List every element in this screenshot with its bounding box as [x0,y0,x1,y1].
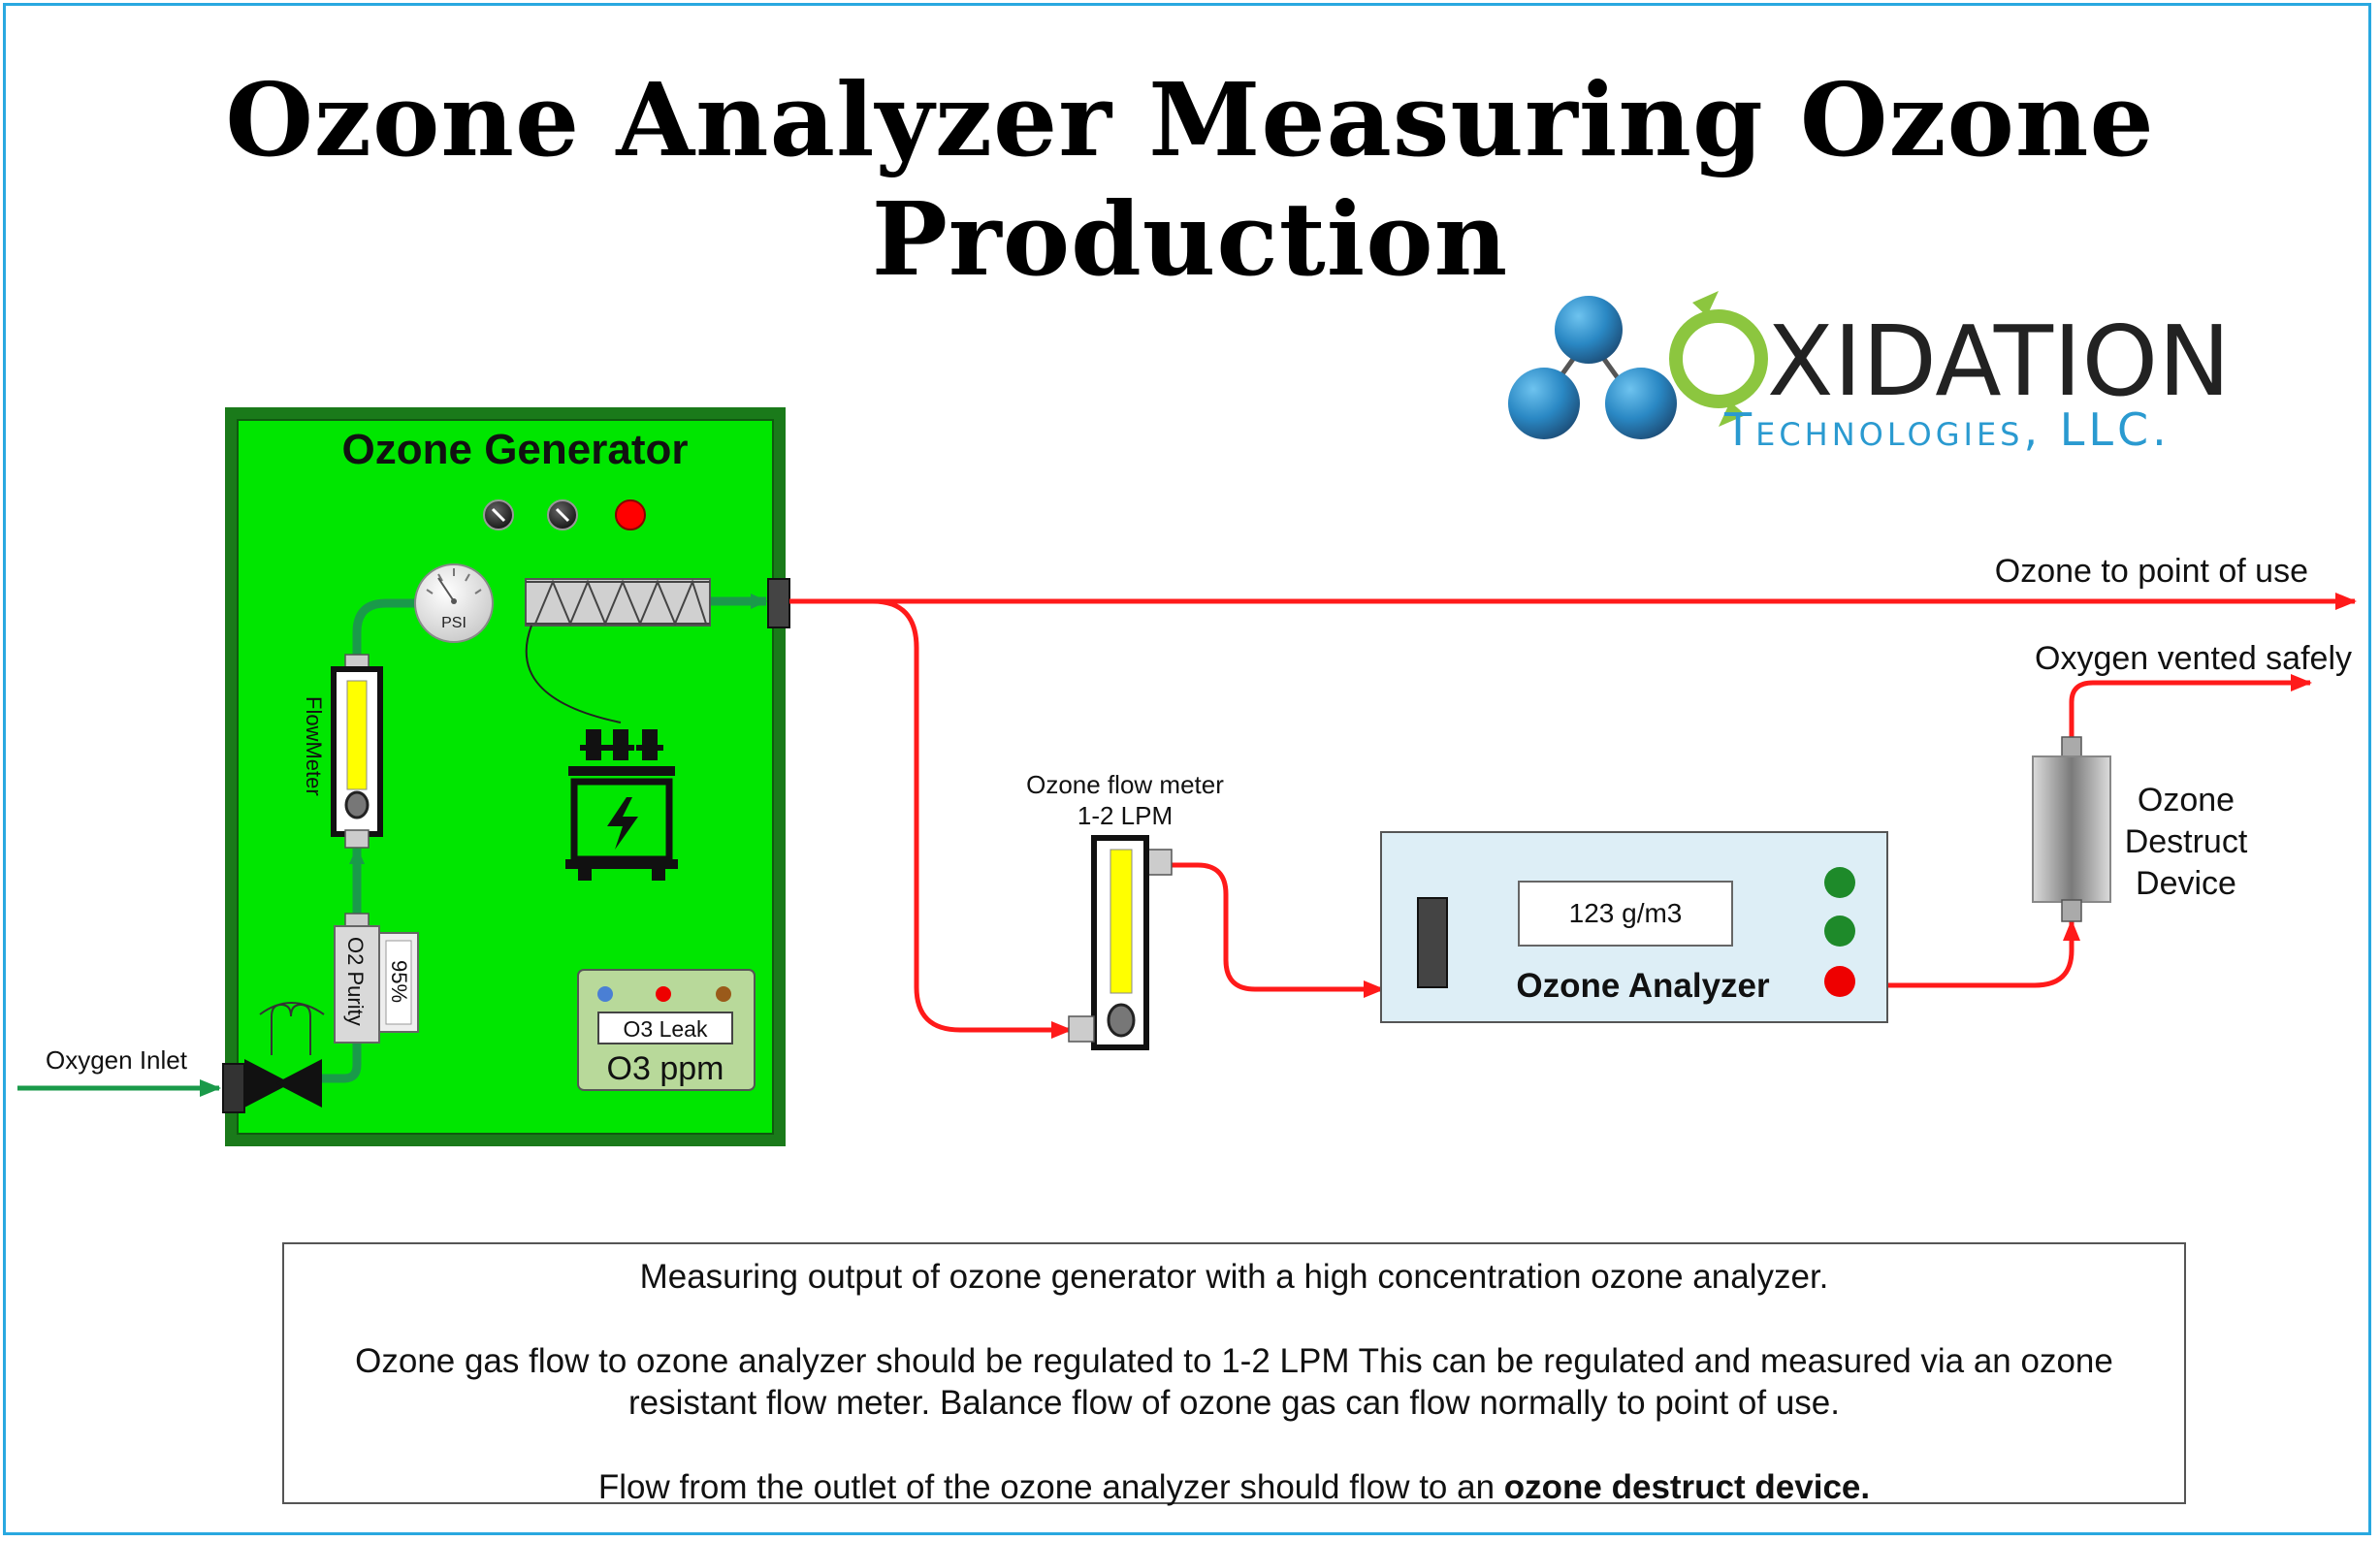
vent-line [2069,674,2312,741]
company-logo: XIDATION Technologies, LLC. [1508,291,2231,456]
molecule-icon [1508,296,1677,439]
info-line-prefix: Flow from the outlet of the ozone analyz… [597,1468,1504,1506]
info-line-bold: ozone destruct device. [1503,1468,1871,1506]
logo-name: XIDATION [1767,305,2231,418]
purity-label: O2 Purity [343,937,368,1026]
status-light-red [1824,966,1855,997]
info-line: Flow from the outlet of the ozone analyz… [284,1466,2184,1508]
analyzer-label: Ozone Analyzer [1516,967,1770,1005]
monitor-ppm-label: O3 ppm [607,1050,724,1087]
status-light-green [1824,916,1855,947]
ozone-destruct-device: Ozone Destruct Device [2032,736,2248,922]
oxygen-inlet-label: Oxygen Inlet [46,1045,188,1075]
internal-oxygen-pipe [299,1043,362,1083]
ozone-to-use-label: Ozone to point of use [1995,553,2308,590]
flowmeter-to-analyzer-line [1170,862,1385,998]
purity-value: 95% [387,960,411,1003]
internal-flowmeter: FlowMeter [302,654,383,849]
knob-icon[interactable] [547,499,578,530]
status-light-blue [597,986,613,1002]
destruct-label-line1: Ozone [2138,782,2235,819]
status-light-red [656,986,671,1002]
knob-icon[interactable] [483,499,514,530]
transformer-icon [565,729,678,881]
flow-meter-label-line1: Ozone flow meter [1026,770,1224,799]
monitor-leak-label: O3 Leak [624,1016,708,1042]
inlet-valve-icon[interactable] [244,1059,322,1108]
ozone-cell-icon [525,578,711,626]
ozone-flow-meter: Ozone flow meter 1-2 LPM [1026,770,1224,1050]
analyzer-port [1417,897,1448,988]
solenoid-icon [259,1002,325,1015]
gauge-label: PSI [441,615,466,631]
ozone-generator: Ozone Generator PS [222,407,790,1146]
generator-label: Ozone Generator [342,426,689,473]
recycle-o-icon [1669,291,1768,427]
info-box: Measuring output of ozone generator with… [282,1242,2186,1506]
inlet-port [222,1063,245,1113]
outlet-port [767,578,790,628]
flowmeter-label: FlowMeter [302,696,326,796]
flow-meter-label-line2: 1-2 LPM [1077,801,1173,830]
power-indicator-light [615,499,646,530]
ozone-analyzer: 123 g/m3 Ozone Analyzer [1380,831,1888,1023]
destruct-label-line2: Destruct [2125,823,2248,860]
info-line: resistant flow meter. Balance flow of oz… [628,1384,1840,1422]
cell-wire [525,625,622,723]
page-title: Ozone Analyzer Measuring Ozone Productio… [225,60,2155,299]
analyzer-to-destruct-line [1887,919,2080,988]
o2-purity-sensor: O2 Purity 95% [334,913,419,1044]
status-light-green [1824,867,1855,898]
destruct-label-line3: Device [2136,865,2236,902]
logo-tagline: Technologies, LLC. [1723,403,2171,456]
info-line: Ozone gas flow to ozone analyzer should … [355,1342,2113,1380]
status-light-brown [716,986,731,1002]
internal-oxygen-pipe [352,598,417,656]
analyzer-reading: 123 g/m3 [1569,898,1683,928]
pressure-gauge-icon: PSI [414,563,494,643]
info-line: Measuring output of ozone generator with… [639,1258,1829,1296]
o3-leak-monitor: O3 Leak O3 ppm [577,969,756,1091]
ozone-branch-line [872,598,1073,1039]
analyzer-display [1518,881,1733,947]
oxygen-vented-label: Oxygen vented safely [2035,640,2352,677]
